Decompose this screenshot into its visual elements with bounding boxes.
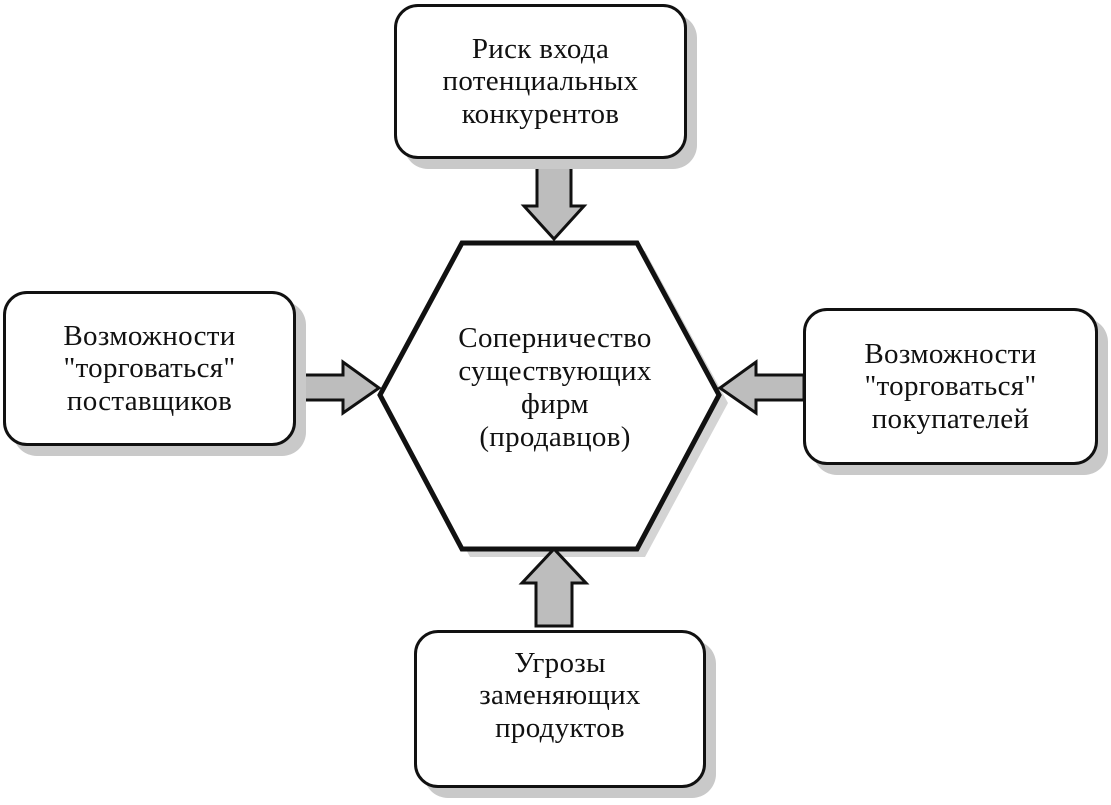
box-line: конкурентов xyxy=(461,97,620,130)
box-supplier-power: Возможности "торговаться" поставщиков xyxy=(3,291,296,446)
box-line: Угрозы xyxy=(514,647,606,679)
center-line: (продавцов) xyxy=(479,421,631,454)
box-line: Риск входа xyxy=(471,32,610,65)
box-line: Возможности xyxy=(63,319,236,352)
arrow-left-right xyxy=(717,359,806,416)
box-line: "торговаться" xyxy=(63,352,236,385)
center-hexagon xyxy=(377,240,722,552)
arrow-down-top xyxy=(520,165,588,242)
box-new-entrants: Риск входа потенциальных конкурентов xyxy=(394,4,687,159)
center-line: существующих xyxy=(458,355,652,388)
box-line: продуктов xyxy=(495,711,625,744)
box-line: заменяющих xyxy=(479,679,641,712)
arrow-right-left xyxy=(294,359,382,416)
center-line: фирм xyxy=(521,388,589,421)
box-substitutes: Угрозы заменяющих продуктов xyxy=(414,630,706,788)
box-line: "торговаться" xyxy=(864,370,1037,403)
box-line: покупателей xyxy=(871,402,1030,435)
center-line: Соперничество xyxy=(458,322,652,354)
arrow-up-bottom xyxy=(518,546,590,628)
box-line: потенциальных xyxy=(442,65,639,98)
box-buyer-power: Возможности "торговаться" покупателей xyxy=(803,308,1098,465)
box-line: Возможности xyxy=(864,337,1037,370)
box-line: поставщиков xyxy=(66,384,233,417)
center-hexagon-label: Соперничество существующих фирм (продавц… xyxy=(400,322,710,454)
